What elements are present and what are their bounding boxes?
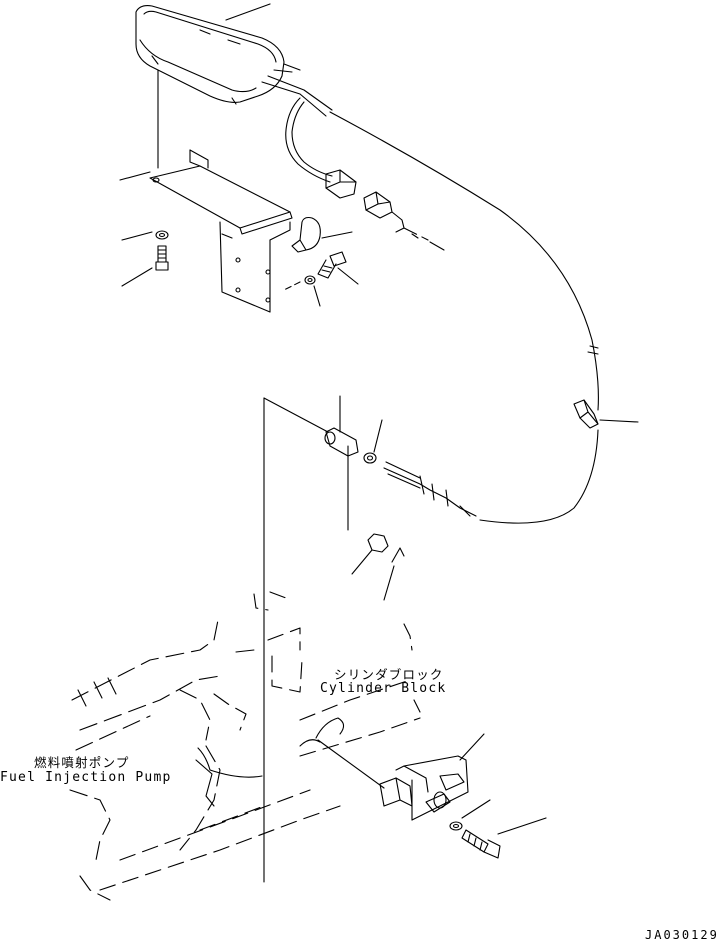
leader-cylinder-block [413,699,421,713]
stop-lever-linkage [209,717,385,789]
nut-bottom [351,533,389,575]
control-knob-housing [135,5,333,117]
label-cylinder-block-jp: シリンダブロック [334,667,444,682]
nut-top [363,419,383,464]
bolt-left [119,171,169,287]
fuel-injection-pump-outline [69,619,255,901]
washer-bottom [449,799,491,831]
wire-harness [285,97,357,199]
stop-solenoid-bracket [379,733,485,821]
pump-hatching [77,677,215,807]
cable-clamp-right [573,399,639,429]
bolt-bottom [461,817,547,859]
label-fuel-injection-pump-en: Fuel Injection Pump [0,770,172,785]
cable-rod-end [383,461,477,517]
washer-right [304,275,321,307]
spring-clip [383,547,405,601]
mounting-bracket [149,149,293,313]
label-fuel-injection-pump-jp: 燃料噴射ポンプ [34,755,130,770]
control-cable [329,111,599,524]
bolt-right [283,251,359,291]
leader-lines-top [157,3,271,169]
cable-end-bracket [324,395,359,457]
cable-end-connector [363,191,445,251]
cylinder-block-outline [99,591,421,891]
washer-left [121,230,169,241]
bracket-cable-clamp [291,216,353,253]
drawing-code: JA030129 [645,928,719,942]
support-plate [263,397,349,883]
label-cylinder-block-en: Cylinder Block [320,681,447,696]
